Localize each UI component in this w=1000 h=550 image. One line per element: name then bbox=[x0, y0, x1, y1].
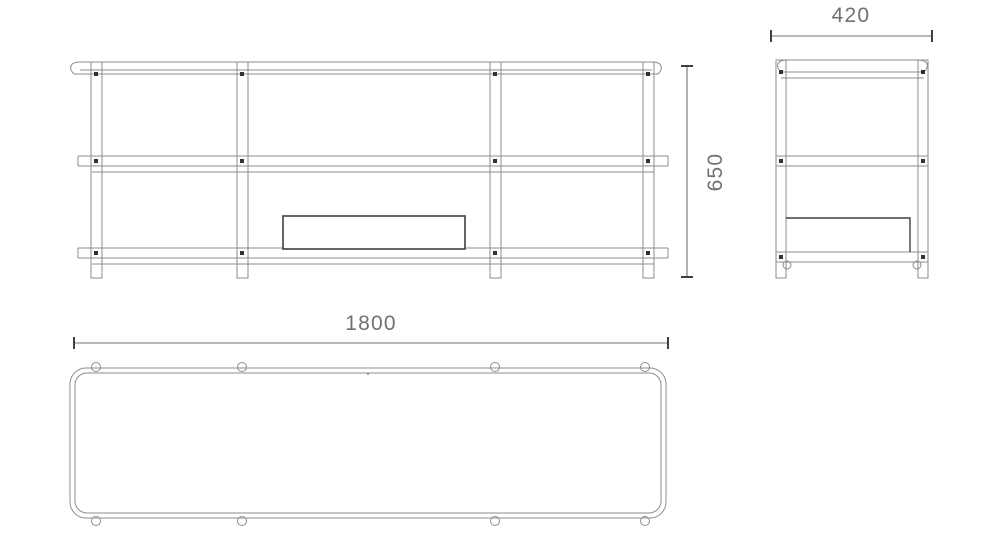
front-bottom-shelf bbox=[77, 247, 669, 265]
side-feet bbox=[782, 260, 922, 270]
front-posts bbox=[90, 61, 655, 279]
plan-center-mark bbox=[367, 373, 369, 375]
side-elevation-view bbox=[775, 59, 929, 279]
plan-post-markers-bottom bbox=[91, 516, 650, 526]
side-drawer-box bbox=[786, 217, 911, 252]
post-inner-left bbox=[236, 61, 249, 279]
plan-inner-outline bbox=[74, 372, 662, 514]
front-drawer-box bbox=[282, 215, 466, 250]
side-posts bbox=[775, 59, 929, 279]
plan-post-markers-top bbox=[91, 362, 650, 372]
dimension-depth-420: 420 bbox=[770, 4, 933, 42]
front-top-shelf bbox=[70, 61, 662, 75]
plan-outer-outline bbox=[69, 367, 667, 519]
dimension-width-label: 1800 bbox=[345, 312, 397, 335]
dimension-depth-label: 420 bbox=[832, 4, 871, 27]
dimension-height-650: 650 bbox=[681, 65, 727, 278]
post-inner-right bbox=[489, 61, 502, 279]
side-top-shelf bbox=[777, 59, 928, 79]
dimension-height-label: 650 bbox=[704, 153, 727, 192]
side-bottom-shelf bbox=[775, 251, 929, 263]
dimension-width-1800: 1800 bbox=[73, 312, 669, 349]
side-joint-markers bbox=[779, 70, 925, 259]
side-post-back bbox=[917, 59, 929, 279]
post-right bbox=[642, 61, 655, 279]
front-middle-shelf bbox=[77, 155, 669, 173]
side-middle-shelf bbox=[775, 155, 929, 167]
plan-view bbox=[69, 362, 667, 526]
side-post-front bbox=[775, 59, 787, 279]
front-elevation-view bbox=[70, 61, 669, 279]
post-left bbox=[90, 61, 103, 279]
